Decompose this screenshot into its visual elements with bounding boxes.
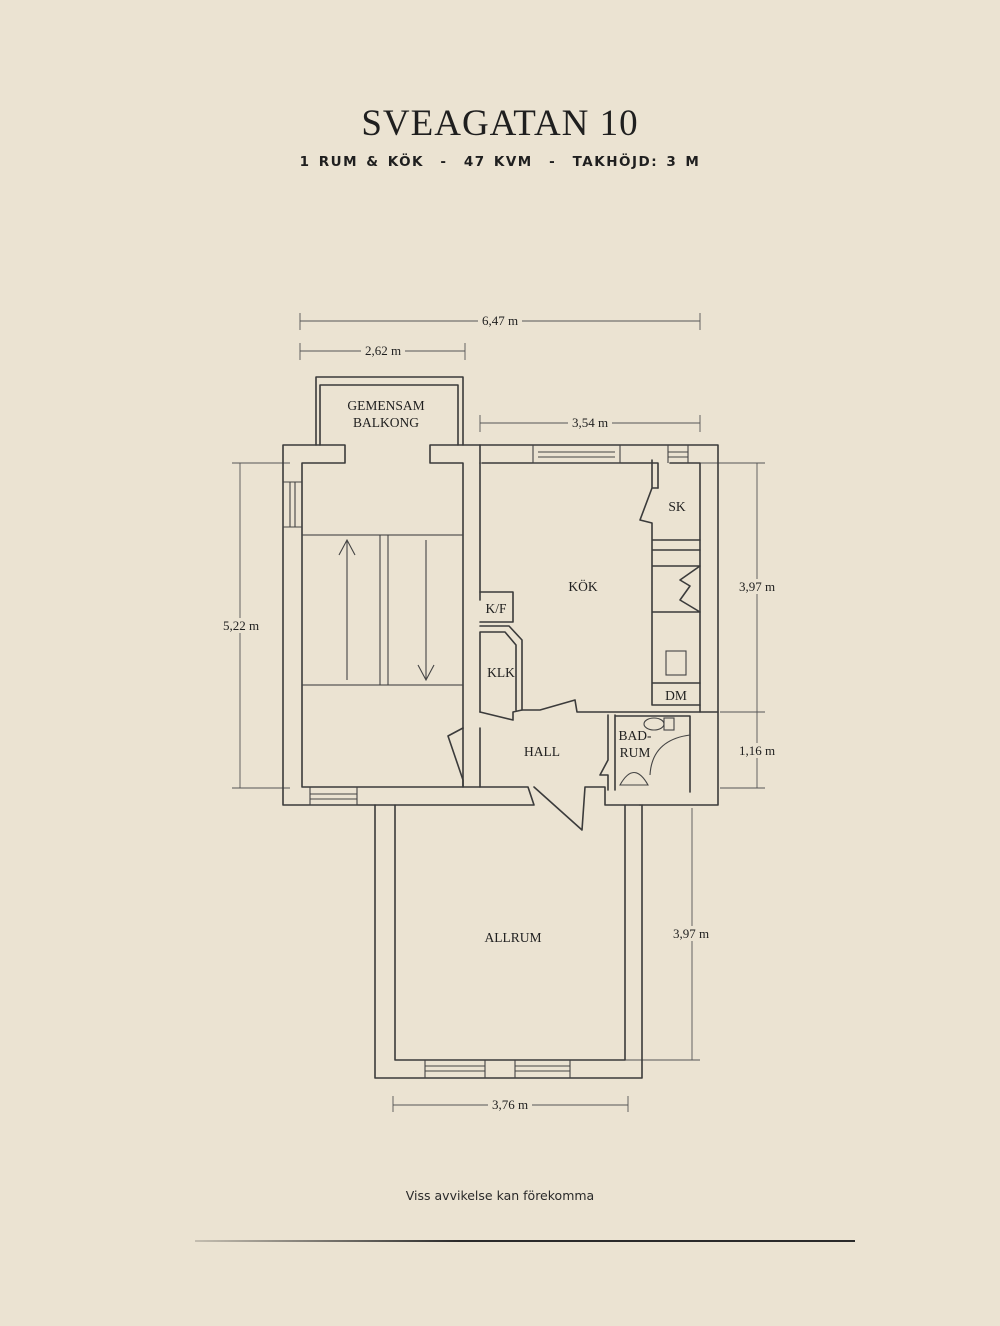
disclaimer: Viss avvikelse kan förekomma — [405, 1188, 595, 1203]
dimension-kitchen-height: 3,97 m — [739, 579, 775, 594]
walls — [282, 376, 719, 1079]
room-label-kitchen: KÖK — [568, 579, 597, 594]
room-label-balcony: GEMENSAM — [347, 398, 424, 413]
dimension-living-width: 3,76 m — [492, 1097, 528, 1112]
dimension-living-height: 3,97 m — [673, 926, 709, 941]
stair-down-arrow-icon — [417, 540, 435, 682]
room-label-bath-2: RUM — [620, 745, 651, 760]
dimension-balcony-width: 2,62 m — [365, 343, 401, 358]
room-label-balcony-2: BALKONG — [353, 415, 419, 430]
room-label-dishwasher: DM — [665, 688, 687, 703]
page-title: SVEAGATAN 10 — [361, 103, 639, 144]
room-label-fridge: K/F — [485, 601, 507, 616]
staircase — [301, 534, 464, 686]
room-label-hall: HALL — [524, 744, 560, 759]
dimension-left-height: 5,22 m — [223, 618, 259, 633]
property-summary: 1 RUM & KÖK - 47 KVM - TAKHÖJD: 3 M — [299, 154, 701, 170]
dimension-bath-height: 1,16 m — [739, 743, 775, 758]
dimension-total-width: 6,47 m — [482, 313, 518, 328]
stair-up-arrow-icon — [338, 538, 356, 680]
footer-divider — [195, 1240, 855, 1242]
dimension-kitchen-width: 3,54 m — [572, 415, 608, 430]
room-label-storage: SK — [668, 499, 686, 514]
room-label-wardrobe: KLK — [487, 665, 515, 680]
room-label-bath: BAD- — [619, 728, 653, 743]
room-label-living: ALLRUM — [485, 930, 542, 945]
